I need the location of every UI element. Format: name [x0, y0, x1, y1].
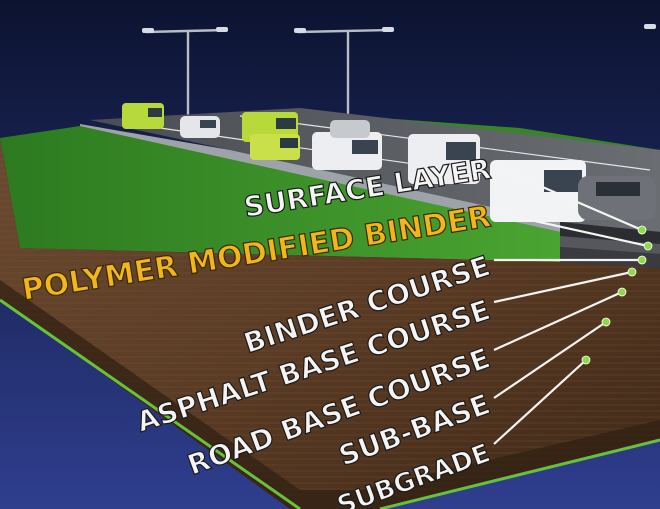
car-icon [180, 116, 220, 138]
dark-soil-band [0, 280, 660, 509]
green-edge-line-right [379, 438, 660, 509]
leader-lines [493, 164, 649, 445]
guard-rail [80, 124, 560, 232]
car-icon [578, 176, 656, 220]
van-icon [250, 134, 300, 160]
leader-dots [581, 225, 653, 365]
car-icon [330, 120, 370, 138]
van-icon [312, 132, 382, 170]
layer-surface [560, 222, 660, 244]
van-icon [122, 103, 164, 129]
grass-median [0, 126, 560, 262]
layer-pmb [560, 236, 660, 254]
vehicles [122, 103, 656, 222]
street-light-icon [145, 28, 393, 122]
layer-binder [560, 247, 660, 268]
green-edge-line [0, 298, 301, 509]
street-lamp-heads [142, 24, 656, 33]
van-icon [408, 134, 480, 184]
